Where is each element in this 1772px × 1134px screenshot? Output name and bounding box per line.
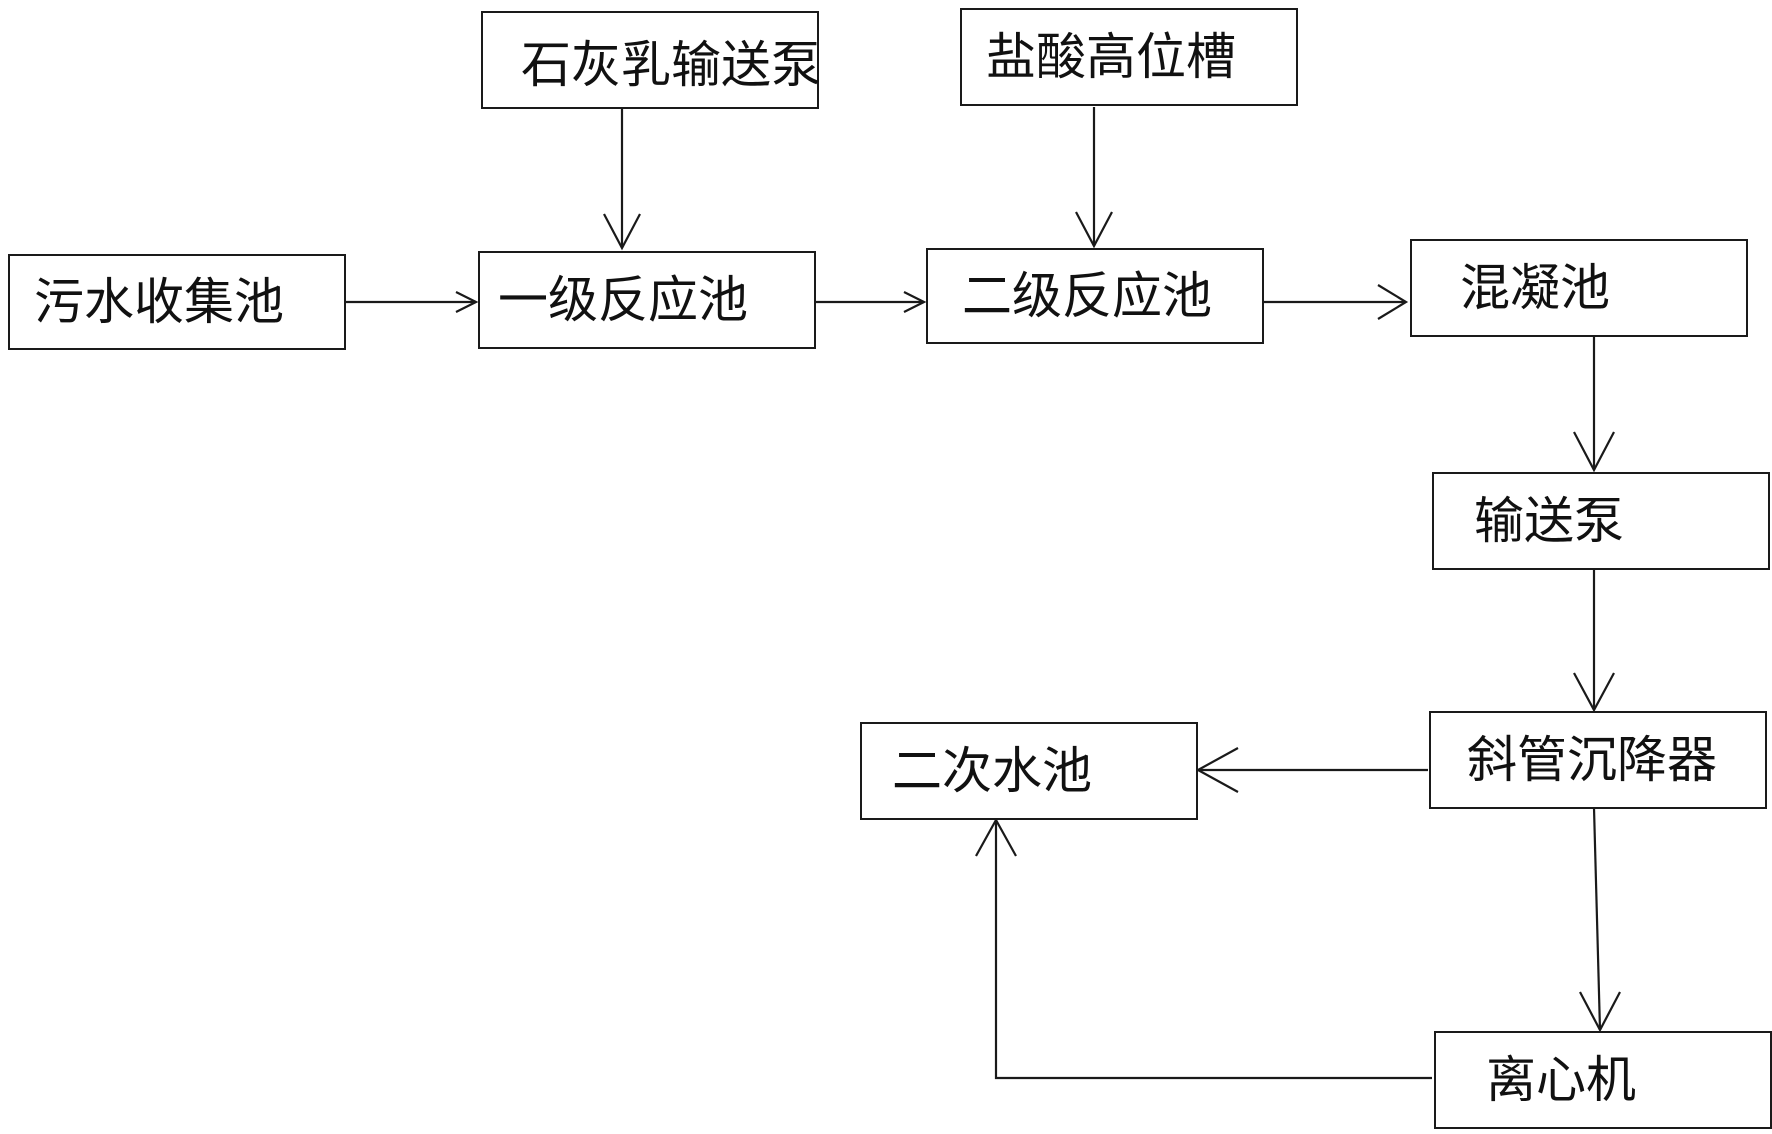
node-coagulation-tank: 混凝池 [1410,239,1748,337]
connector-centrifuge-to-secondary [994,820,1432,1080]
arrowhead-settler-top [1573,672,1615,713]
node-lime-milk-pump: 石灰乳输送泵 [481,11,821,109]
node-label: 混凝池 [1460,259,1610,317]
node-label: 盐酸高位槽 [986,28,1236,86]
node-label: 输送泵 [1474,492,1624,550]
arrowhead-reaction2-top [1075,211,1113,249]
node-label: 一级反应池 [498,271,748,329]
node-inclined-tube-settler: 斜管沉降器 [1429,711,1767,809]
arrowhead-reaction2-left [903,291,927,313]
node-label: 二次水池 [892,742,1092,800]
arrowhead-pump-top [1573,431,1615,473]
connector-settler-to-centrifuge [1592,807,1602,1031]
node-transfer-pump: 输送泵 [1432,472,1770,570]
arrowhead-reaction1-left [455,291,479,313]
node-label: 离心机 [1486,1051,1636,1109]
arrowhead-secondary-bottom [975,817,1017,857]
node-secondary-reaction-tank: 二级反应池 [926,248,1264,344]
node-primary-reaction-tank: 一级反应池 [478,251,816,349]
arrowhead-secondary-right [1195,747,1239,793]
node-secondary-water-pool: 二次水池 [860,722,1198,820]
arrowhead-reaction1-top [603,213,641,251]
arrowhead-coag-left [1377,284,1409,320]
node-centrifuge: 离心机 [1434,1031,1772,1129]
node-sewage-collection-pool: 污水收集池 [8,254,346,350]
node-label: 污水收集池 [34,273,284,331]
arrowhead-centrifuge-top [1579,991,1621,1033]
node-label: 二级反应池 [962,267,1212,325]
node-label: 石灰乳输送泵 [521,36,821,94]
node-hcl-header-tank: 盐酸高位槽 [960,8,1298,106]
node-label: 斜管沉降器 [1467,731,1717,789]
